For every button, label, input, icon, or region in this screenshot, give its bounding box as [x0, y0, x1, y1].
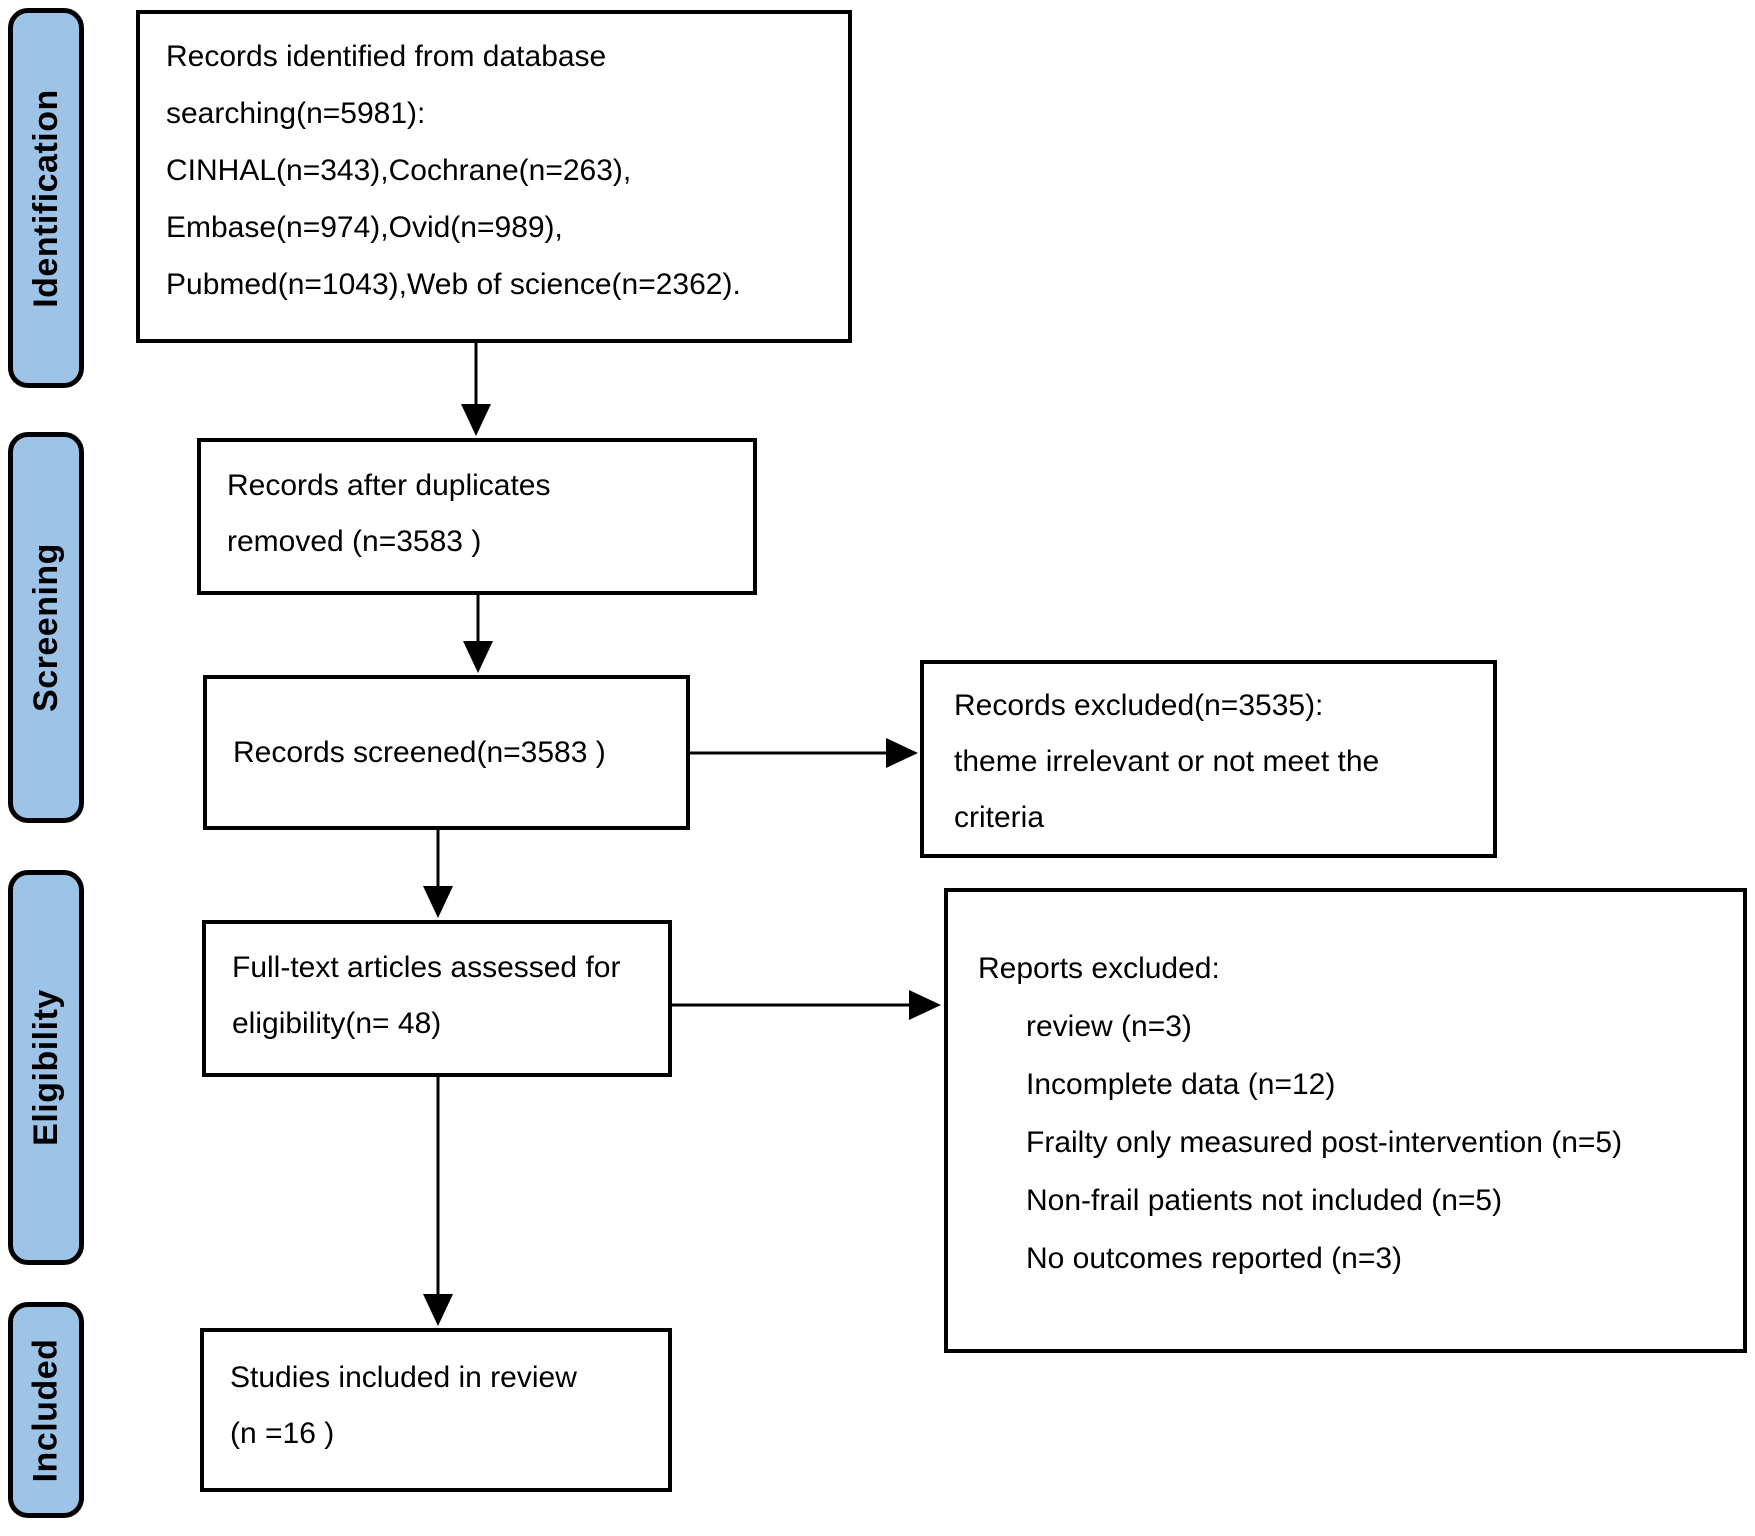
arrow-fulltext-to-included: [423, 1077, 453, 1326]
arrow-duplicates-to-screened: [463, 595, 493, 673]
arrow-screened-to-fulltext: [423, 830, 453, 918]
box-reports-excluded-item: Frailty only measured post-intervention …: [1026, 1126, 1623, 1159]
box-studies-included: Studies included in review (n =16 ): [200, 1328, 672, 1492]
box-reports-excluded: Reports excluded: review (n=3) Incomplet…: [944, 888, 1747, 1353]
box-records-identified: Records identified from database searchi…: [136, 10, 852, 343]
box-studies-included-line: Studies included in review: [230, 1361, 577, 1394]
box-records-screened-label: Records screened(n=3583 ): [233, 735, 606, 769]
box-fulltext-assessed: Full-text articles assessed for eligibil…: [202, 920, 672, 1077]
stage-identification: Identification: [8, 8, 84, 388]
box-fulltext-assessed-line: Full-text articles assessed for: [232, 951, 621, 984]
box-records-excluded: Records excluded(n=3535): theme irreleva…: [920, 660, 1497, 858]
box-reports-excluded-item: Incomplete data (n=12): [1026, 1068, 1336, 1101]
box-reports-excluded-item: review (n=3): [1026, 1010, 1192, 1043]
box-studies-included-line: (n =16 ): [230, 1417, 335, 1450]
box-records-excluded-line: criteria: [954, 801, 1045, 834]
arrow-screened-to-records-excluded: [690, 738, 918, 768]
box-fulltext-assessed-line: eligibility(n= 48): [232, 1007, 442, 1040]
box-reports-excluded-title: Reports excluded:: [978, 952, 1220, 985]
box-records-excluded-line: Records excluded(n=3535):: [954, 689, 1324, 722]
box-reports-excluded-item: Non-frail patients not included (n=5): [1026, 1184, 1503, 1217]
box-records-identified-line: CINHAL(n=343),Cochrane(n=263),: [166, 154, 632, 187]
box-duplicates-removed-line: removed (n=3583 ): [227, 525, 482, 558]
box-duplicates-removed: Records after duplicates removed (n=3583…: [197, 438, 757, 595]
arrow-identified-to-duplicates: [461, 343, 491, 436]
box-reports-excluded-item: No outcomes reported (n=3): [1026, 1242, 1403, 1275]
stage-screening-label: Screening: [26, 543, 65, 712]
box-records-screened: Records screened(n=3583 ): [203, 675, 690, 830]
box-records-identified-line: searching(n=5981):: [166, 97, 426, 130]
arrow-fulltext-to-reports-excluded: [672, 990, 941, 1020]
box-records-identified-line: Pubmed(n=1043),Web of science(n=2362).: [166, 268, 741, 301]
box-records-identified-line: Embase(n=974),Ovid(n=989),: [166, 211, 563, 244]
stage-eligibility: Eligibility: [8, 870, 84, 1265]
stage-eligibility-label: Eligibility: [26, 989, 65, 1146]
box-duplicates-removed-line: Records after duplicates: [227, 469, 551, 502]
stage-screening: Screening: [8, 432, 84, 823]
stage-included: Included: [8, 1302, 84, 1518]
box-records-excluded-line: theme irrelevant or not meet the: [954, 745, 1380, 778]
stage-identification-label: Identification: [26, 88, 65, 308]
stage-included-label: Included: [26, 1338, 65, 1482]
box-records-identified-line: Records identified from database: [166, 40, 607, 73]
